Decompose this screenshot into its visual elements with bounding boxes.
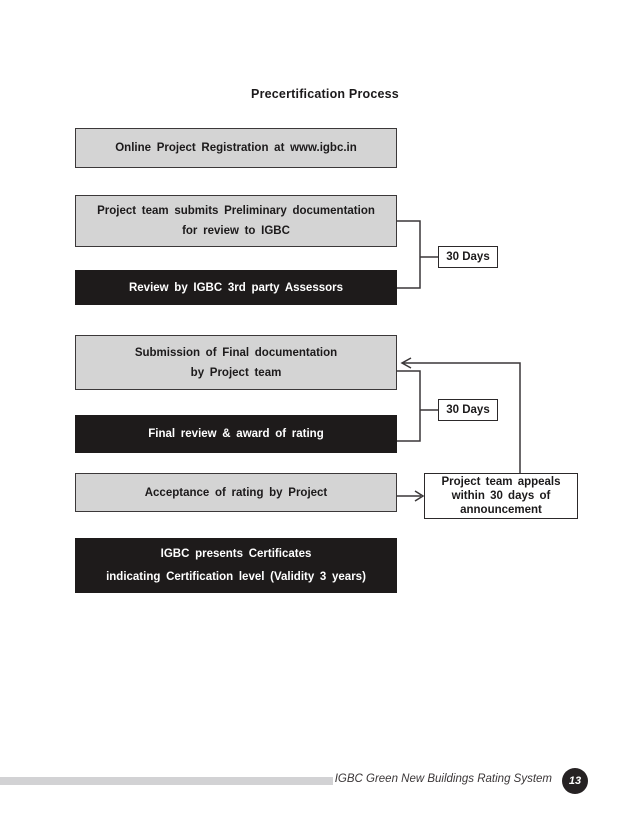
node-label-line: Final review & award of rating	[148, 428, 324, 440]
connector-bracket-1	[397, 220, 421, 289]
appeal-note-line: within 30 days of	[451, 490, 551, 502]
appeal-note-line: Project team appeals	[441, 476, 561, 488]
node-label-line: Submission of Final documentation	[134, 346, 338, 359]
flow-node-acceptance: Acceptance of rating by Project	[75, 473, 397, 512]
arrowhead-right-icon	[414, 490, 425, 502]
footer-divider-bar	[0, 777, 333, 785]
connector-bracket-2	[397, 370, 421, 442]
duration-label-30-days-1: 30 Days	[438, 246, 498, 268]
node-label-line: Online Project Registration at www.igbc.…	[115, 142, 357, 154]
flow-node-final-review: Final review & award of rating	[75, 415, 397, 453]
page-number-badge: 13	[562, 768, 588, 794]
node-label-line: IGBC presents Certificates	[160, 547, 312, 560]
duration-label-text: 30 Days	[446, 404, 490, 416]
flow-node-online-registration: Online Project Registration at www.igbc.…	[75, 128, 397, 168]
node-label-line: for review to IGBC	[182, 225, 290, 237]
appeal-note-line: announcement	[460, 504, 542, 516]
node-label-line: Acceptance of rating by Project	[144, 486, 328, 499]
flow-node-preliminary-submission: Project team submits Preliminary documen…	[75, 195, 397, 247]
flow-node-third-party-review: Review by IGBC 3rd party Assessors	[75, 270, 397, 305]
node-label-line: Review by IGBC 3rd party Assessors	[128, 281, 344, 294]
page-number: 13	[568, 775, 582, 787]
appeal-note-box: Project team appeals within 30 days of a…	[424, 473, 578, 519]
node-label-line: by Project team	[190, 366, 282, 379]
duration-label-30-days-2: 30 Days	[438, 399, 498, 421]
node-label-line: Project team submits Preliminary documen…	[97, 205, 375, 217]
flow-node-certificates: IGBC presents Certificates indicating Ce…	[75, 538, 397, 593]
node-label-line: indicating Certification level (Validity…	[106, 570, 366, 583]
page-title: Precertification Process	[251, 87, 399, 101]
flow-node-final-submission: Submission of Final documentation by Pro…	[75, 335, 397, 390]
arrowhead-left-icon	[400, 357, 412, 369]
footer-document-title: IGBC Green New Buildings Rating System	[334, 773, 552, 785]
duration-label-text: 30 Days	[446, 251, 490, 263]
